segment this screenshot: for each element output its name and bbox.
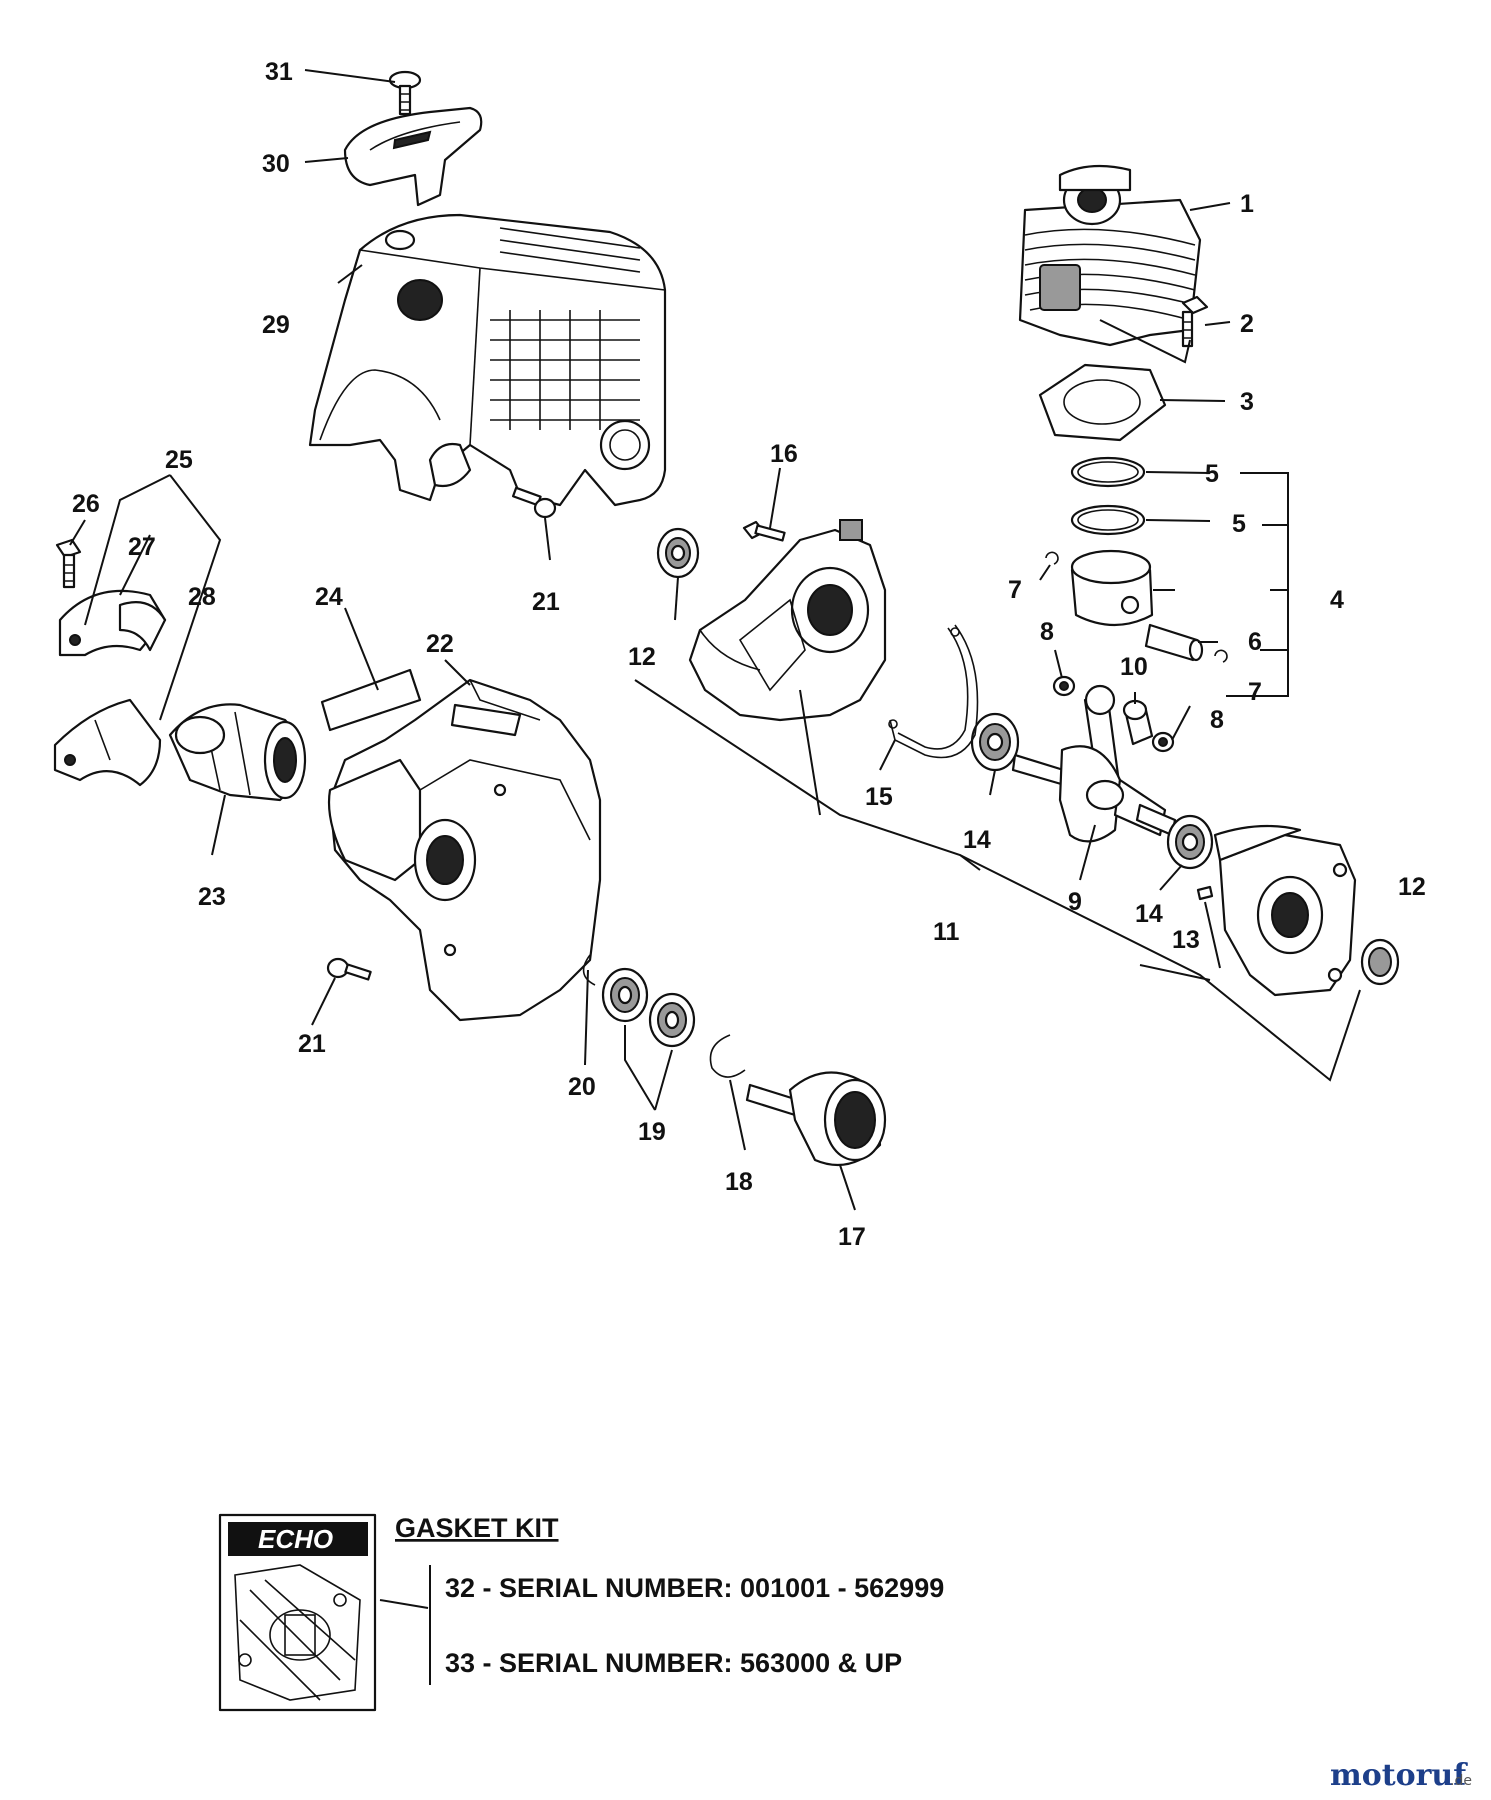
callout-7b: 7 bbox=[1248, 678, 1262, 706]
echo-logo: ECHO bbox=[258, 1524, 333, 1554]
part-29-engine-cover bbox=[308, 213, 667, 507]
callout-21b: 21 bbox=[298, 1030, 326, 1058]
callout-10: 10 bbox=[1120, 653, 1148, 681]
part-17-clutch-drum bbox=[745, 1071, 887, 1167]
watermark-suffix: .de bbox=[1450, 1773, 1472, 1789]
callout-12b: 12 bbox=[1398, 873, 1426, 901]
callout-3: 3 bbox=[1240, 388, 1254, 416]
echo-logo-band bbox=[228, 1522, 368, 1556]
part-20-circlip bbox=[582, 954, 596, 986]
part-5-piston-rings bbox=[1070, 456, 1146, 536]
callout-28: 28 bbox=[188, 583, 216, 611]
part-16-bolt bbox=[742, 520, 786, 542]
watermark-text: motoruf bbox=[1330, 1758, 1468, 1793]
part-21-screw-upper bbox=[511, 486, 557, 519]
part-12-oil-seals bbox=[656, 527, 1400, 986]
part-19-bearings bbox=[601, 967, 696, 1048]
part-22-fan-housing bbox=[327, 678, 602, 1022]
callout-2: 2 bbox=[1240, 310, 1254, 338]
part-4-piston bbox=[1070, 549, 1154, 627]
part-11-crankcase-right bbox=[1196, 824, 1357, 997]
gasket-kit-line-33: 33 - SERIAL NUMBER: 563000 & UP bbox=[445, 1648, 902, 1678]
gasket-kit-illustration bbox=[234, 1564, 361, 1701]
gasket-kit-line-32: 32 - SERIAL NUMBER: 001001 - 562999 bbox=[445, 1573, 944, 1603]
callout-18: 18 bbox=[725, 1168, 753, 1196]
callout-17: 17 bbox=[838, 1223, 866, 1251]
callout-11: 11 bbox=[933, 918, 960, 946]
part-24-label bbox=[320, 668, 422, 732]
callout-26: 26 bbox=[72, 490, 100, 518]
callout-8a: 8 bbox=[1040, 618, 1054, 646]
callout-25: 25 bbox=[165, 446, 193, 474]
part-8-washers bbox=[1052, 675, 1175, 753]
callout-7a: 7 bbox=[1008, 576, 1022, 604]
part-7-clips bbox=[1045, 551, 1228, 663]
part-27-clamp-upper bbox=[58, 589, 167, 657]
part-26-bolt bbox=[55, 538, 82, 589]
part-14-bearings bbox=[970, 712, 1214, 870]
part-11-crankcase-left bbox=[688, 519, 887, 722]
gasket-kit-title: GASKET KIT bbox=[395, 1513, 559, 1543]
part-3-gasket bbox=[1038, 363, 1167, 442]
callout-6: 6 bbox=[1248, 628, 1262, 656]
part-1-cylinder bbox=[1018, 164, 1202, 347]
callout-22: 22 bbox=[426, 630, 454, 658]
callout-13: 13 bbox=[1172, 926, 1200, 954]
callout-16: 16 bbox=[770, 440, 798, 468]
part-10-needle-bearing bbox=[1122, 699, 1154, 746]
callout-23: 23 bbox=[198, 883, 226, 911]
part-23-boot bbox=[168, 703, 307, 802]
callout-4: 4 bbox=[1330, 586, 1344, 614]
callout-5a: 5 bbox=[1205, 460, 1219, 488]
callout-15: 15 bbox=[865, 783, 893, 811]
callout-27: 27 bbox=[128, 533, 156, 561]
callout-1: 1 bbox=[1240, 190, 1254, 218]
part-31-screw bbox=[388, 70, 422, 116]
callout-29: 29 bbox=[262, 311, 290, 339]
part-6-piston-pin bbox=[1144, 623, 1204, 662]
part-18-snap-ring bbox=[709, 1034, 746, 1078]
callout-8b: 8 bbox=[1210, 706, 1224, 734]
callout-30: 30 bbox=[262, 150, 290, 178]
part-15-crankcase-gasket bbox=[888, 624, 979, 759]
callout-14b: 14 bbox=[1135, 900, 1163, 928]
callout-5b: 5 bbox=[1232, 510, 1246, 538]
leader-lines bbox=[69, 69, 1361, 1211]
part-9-crankshaft bbox=[1011, 684, 1177, 843]
callout-21a: 21 bbox=[532, 588, 560, 616]
part-2-bolt bbox=[1181, 295, 1209, 348]
callout-14a: 14 bbox=[963, 826, 991, 854]
callout-labels: 1 2 3 4 5 5 6 7 7 8 8 9 10 11 12 12 13 1… bbox=[72, 58, 1426, 1251]
callout-19: 19 bbox=[638, 1118, 666, 1146]
part-30-grip bbox=[343, 106, 483, 207]
callout-24: 24 bbox=[315, 583, 343, 611]
gasket-kit-panel: ECHO GASKET KIT 32 - SERIAL NUMBER: 0010… bbox=[218, 1513, 944, 1712]
part-21-screw-lower bbox=[326, 957, 372, 981]
callout-31: 31 bbox=[265, 58, 293, 86]
callout-9: 9 bbox=[1068, 888, 1082, 916]
callout-20: 20 bbox=[568, 1073, 596, 1101]
callout-12a: 12 bbox=[628, 643, 656, 671]
watermark: motoruf .de bbox=[1330, 1758, 1472, 1793]
part-28-clamp-lower bbox=[53, 698, 162, 787]
